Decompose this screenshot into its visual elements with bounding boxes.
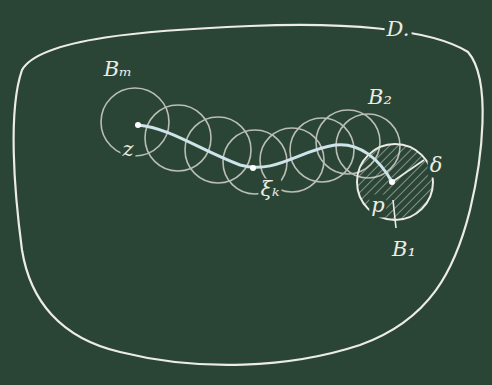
path-curve xyxy=(138,125,392,182)
radius-line xyxy=(392,160,424,182)
ball-label: B₁ xyxy=(390,238,418,261)
domain-label: D. xyxy=(385,18,412,41)
ball-label: B₂ xyxy=(366,86,394,109)
point-label: p xyxy=(369,194,386,217)
ball-label: Bₘ xyxy=(102,58,134,81)
point-label: ξₖ xyxy=(258,178,281,201)
point-p xyxy=(389,179,395,185)
ball-chain xyxy=(101,88,400,194)
domain-outline xyxy=(14,25,483,365)
point-label: z xyxy=(120,138,135,161)
point-z xyxy=(135,122,141,128)
radius-label: δ xyxy=(428,154,445,177)
b1-leader xyxy=(393,200,396,228)
point-xi xyxy=(250,165,256,171)
